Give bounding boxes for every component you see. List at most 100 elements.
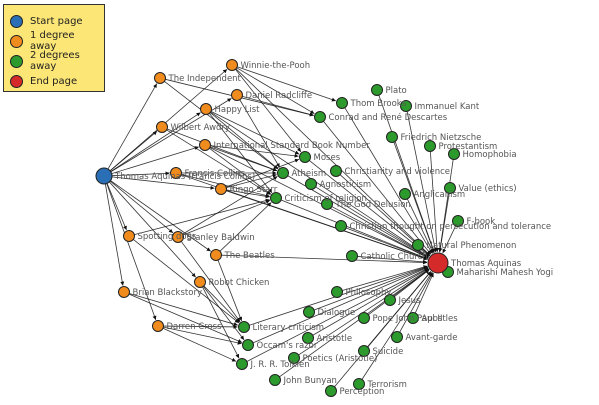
node-rene-descartes[interactable] [314,111,326,123]
edge-happy-list-to-criticism-religion [209,113,273,194]
edge-stanley-baldwin-to-atheism [182,176,278,235]
edge-avant-garde-to-thomas-aquinas-end [399,272,434,333]
node-philosophy[interactable] [331,286,343,298]
node-brian-blackstory[interactable] [118,286,130,298]
node-persecution-tolerance[interactable] [335,220,347,232]
node-apostles[interactable] [407,312,419,324]
node-catholic-church[interactable] [346,250,358,262]
node-dialogue[interactable] [303,306,315,318]
legend: Start page 1 degree away 2 degrees away … [3,4,105,92]
node-pope-john-paul[interactable] [358,312,370,324]
edge-plato-to-thomas-aquinas-end [378,95,435,253]
degree1-swatch [10,34,23,48]
node-terrorism[interactable] [353,378,365,390]
node-stanley-baldwin[interactable] [172,231,184,243]
node-label-francis-collins: Francis Collins [185,169,246,179]
node-thomas-aquinas-end[interactable] [427,252,449,274]
node-occams-razor[interactable] [242,339,254,351]
edge-jrr-tolkien-to-thomas-aquinas-end [246,267,429,362]
edge-stanley-baldwin-to-criticism-religion [182,200,271,236]
node-darren-cross[interactable] [152,320,164,332]
node-label-apostles: Apostles [422,314,459,324]
node-natural-phenomenon[interactable] [412,239,424,251]
node-john-bunyan[interactable] [269,374,281,386]
node-literary-criticism[interactable] [238,321,250,333]
node-avant-garde[interactable] [391,331,403,343]
node-label-aristotle: Aristotle [317,334,353,344]
edge-brian-blackstory-to-literary-criticism [129,293,238,326]
node-label-persecution-tolerance: Christian thought on persecution and tol… [350,222,552,232]
legend-label-degree2: 2 degrees away [30,50,80,72]
node-spotting-dogs[interactable] [123,230,135,242]
node-happy-list[interactable] [200,103,212,115]
node-poetics[interactable] [288,352,300,364]
edge-aristotle-to-thomas-aquinas-end [312,268,429,336]
degree2-swatch [10,54,23,68]
node-label-f-book: F-book [467,217,496,227]
node-label-jesus: Jesus [398,296,422,306]
legend-item-degree1: 1 degree away [10,30,98,52]
node-immanuel-kant[interactable] [400,100,412,112]
edge-thomas-aquinas-start-to-happy-list [110,112,201,172]
edge-the-beatles-to-thomas-aquinas-end [221,254,428,265]
start-page-swatch [10,14,23,28]
node-agnosticism[interactable] [305,178,317,190]
node-label-philosophy: Philosophy [346,288,392,298]
edge-philosophy-to-thomas-aquinas-end [342,265,428,291]
edge-winnie-the-pooh-to-rene-descartes [236,67,315,115]
edge-isbn-to-moses [210,145,299,158]
node-atheism[interactable] [277,167,289,179]
node-christianity-violence[interactable] [330,165,342,177]
node-francis-collins[interactable] [170,167,182,179]
node-label-criticism-religion: Criticism of religion [285,194,367,204]
node-label-thomas-aquinas-start: Thomas Aquinas (Francis Collins) [114,172,255,182]
edge-thomas-aquinas-start-to-daniel-radcliffe [110,98,232,173]
node-label-occams-razor: Occam's razor [257,341,318,351]
node-wilbert-awdry[interactable] [156,121,168,133]
node-homophobia[interactable] [448,148,460,160]
node-thomas-aquinas-start[interactable] [95,167,113,185]
edge-robot-chicken-to-jrr-tolkien [202,286,240,359]
node-the-god-delusion[interactable] [321,198,333,210]
node-label-the-independent: The Independent [168,74,242,84]
node-the-beatles[interactable] [210,249,222,261]
edge-happy-list-to-moses [210,111,300,155]
node-layer [95,59,464,397]
node-the-independent[interactable] [154,72,166,84]
node-label-terrorism: Terrorism [367,380,407,390]
edge-the-god-delusion-to-thomas-aquinas-end [331,206,429,259]
node-perception[interactable] [325,385,337,397]
node-jesus[interactable] [384,294,396,306]
node-f-book[interactable] [452,215,464,227]
node-aristotle[interactable] [302,332,314,344]
node-value-ethics[interactable] [444,182,456,194]
node-protestantism[interactable] [424,140,436,152]
node-ringo-starr[interactable] [215,183,227,195]
node-moses[interactable] [299,151,311,163]
edge-thomas-aquinas-start-to-darren-cross [106,183,157,321]
node-jrr-tolkien[interactable] [236,358,248,370]
node-winnie-the-pooh[interactable] [226,59,238,71]
node-thom-brooks[interactable] [336,97,348,109]
node-robot-chicken[interactable] [194,276,206,288]
node-isbn[interactable] [199,139,211,151]
node-label-wilbert-awdry: Wilbert Awdry [171,123,230,133]
node-criticism-religion[interactable] [270,192,282,204]
node-label-agnosticism: Agnosticism [320,180,372,190]
edge-rene-descartes-to-thomas-aquinas-end [323,121,432,255]
edge-anglicanism-to-thomas-aquinas-end [407,198,434,254]
edge-friedrich-nietzsche-to-thomas-aquinas-end [393,142,435,253]
node-daniel-radcliffe[interactable] [231,89,243,101]
node-anglicanism[interactable] [399,188,411,200]
node-friedrich-nietzsche[interactable] [386,131,398,143]
node-label-perception: Perception [340,387,385,397]
edge-agnosticism-to-thomas-aquinas-end [315,186,429,258]
edge-isbn-to-atheism [210,146,278,172]
node-label-winnie-the-pooh: Winnie-the-Pooh [241,61,311,71]
edge-thomas-aquinas-start-to-francis-collins [111,171,170,177]
edge-wilbert-awdry-to-criticism-religion [166,129,271,195]
node-label-rene-descartes: Conrad and René Descartes [329,112,448,123]
node-plato[interactable] [371,84,383,96]
node-suicide[interactable] [358,345,370,357]
